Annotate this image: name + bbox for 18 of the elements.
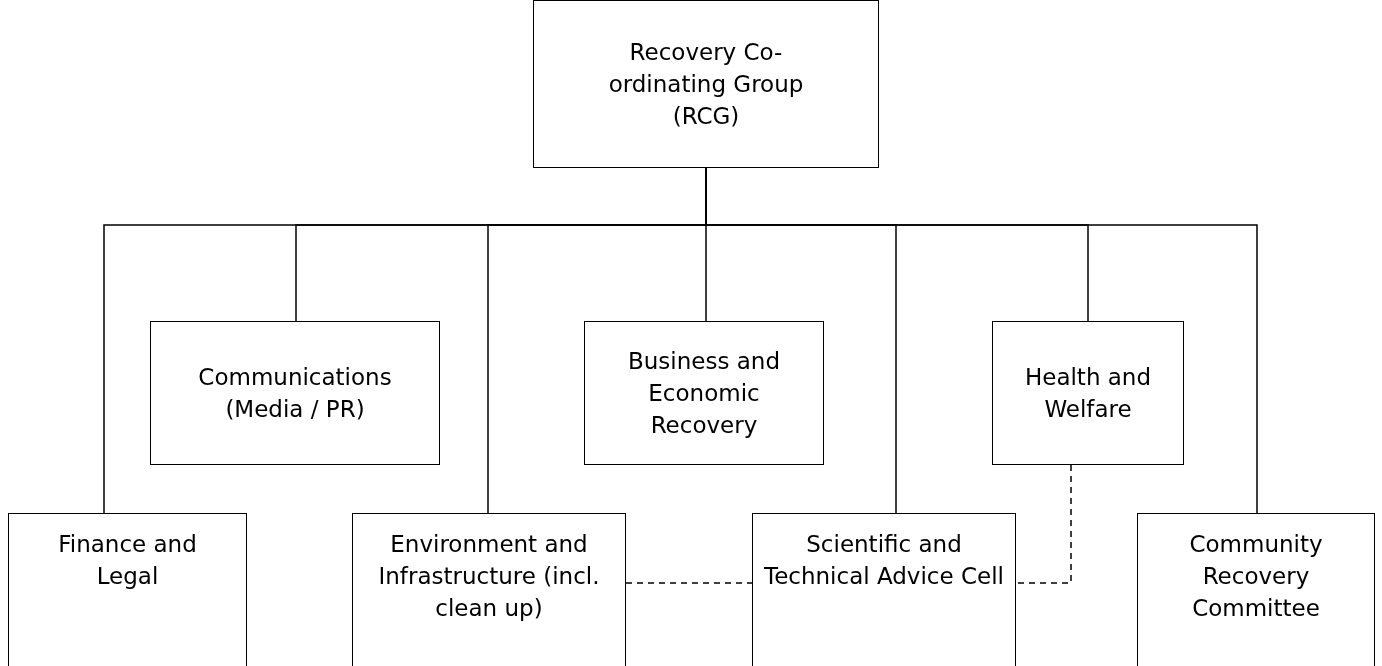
box-label: Finance and Legal [57, 530, 198, 591]
org-box [352, 513, 626, 666]
box-label: Communications (Media / PR) [197, 363, 393, 424]
box-label: Recovery Co-ordinating Group (RCG) [607, 38, 805, 131]
dashed-connector [1015, 464, 1072, 584]
box-label: Community Recovery Committee [1188, 530, 1324, 623]
org-box [992, 321, 1184, 465]
dashed-connector [625, 582, 753, 584]
org-box [533, 0, 879, 168]
org-box [150, 321, 440, 465]
box-label: Scientific and Technical Advice Cell [764, 530, 1004, 591]
org-box [1137, 513, 1375, 666]
box-label: Environment and Infrastructure (incl. clean up) [377, 530, 601, 623]
org-box [8, 513, 247, 666]
org-box [584, 321, 824, 465]
box-label: Business and Economic Recovery [627, 347, 781, 440]
box-label: Health and Welfare [1023, 363, 1153, 424]
org-box [752, 513, 1016, 666]
